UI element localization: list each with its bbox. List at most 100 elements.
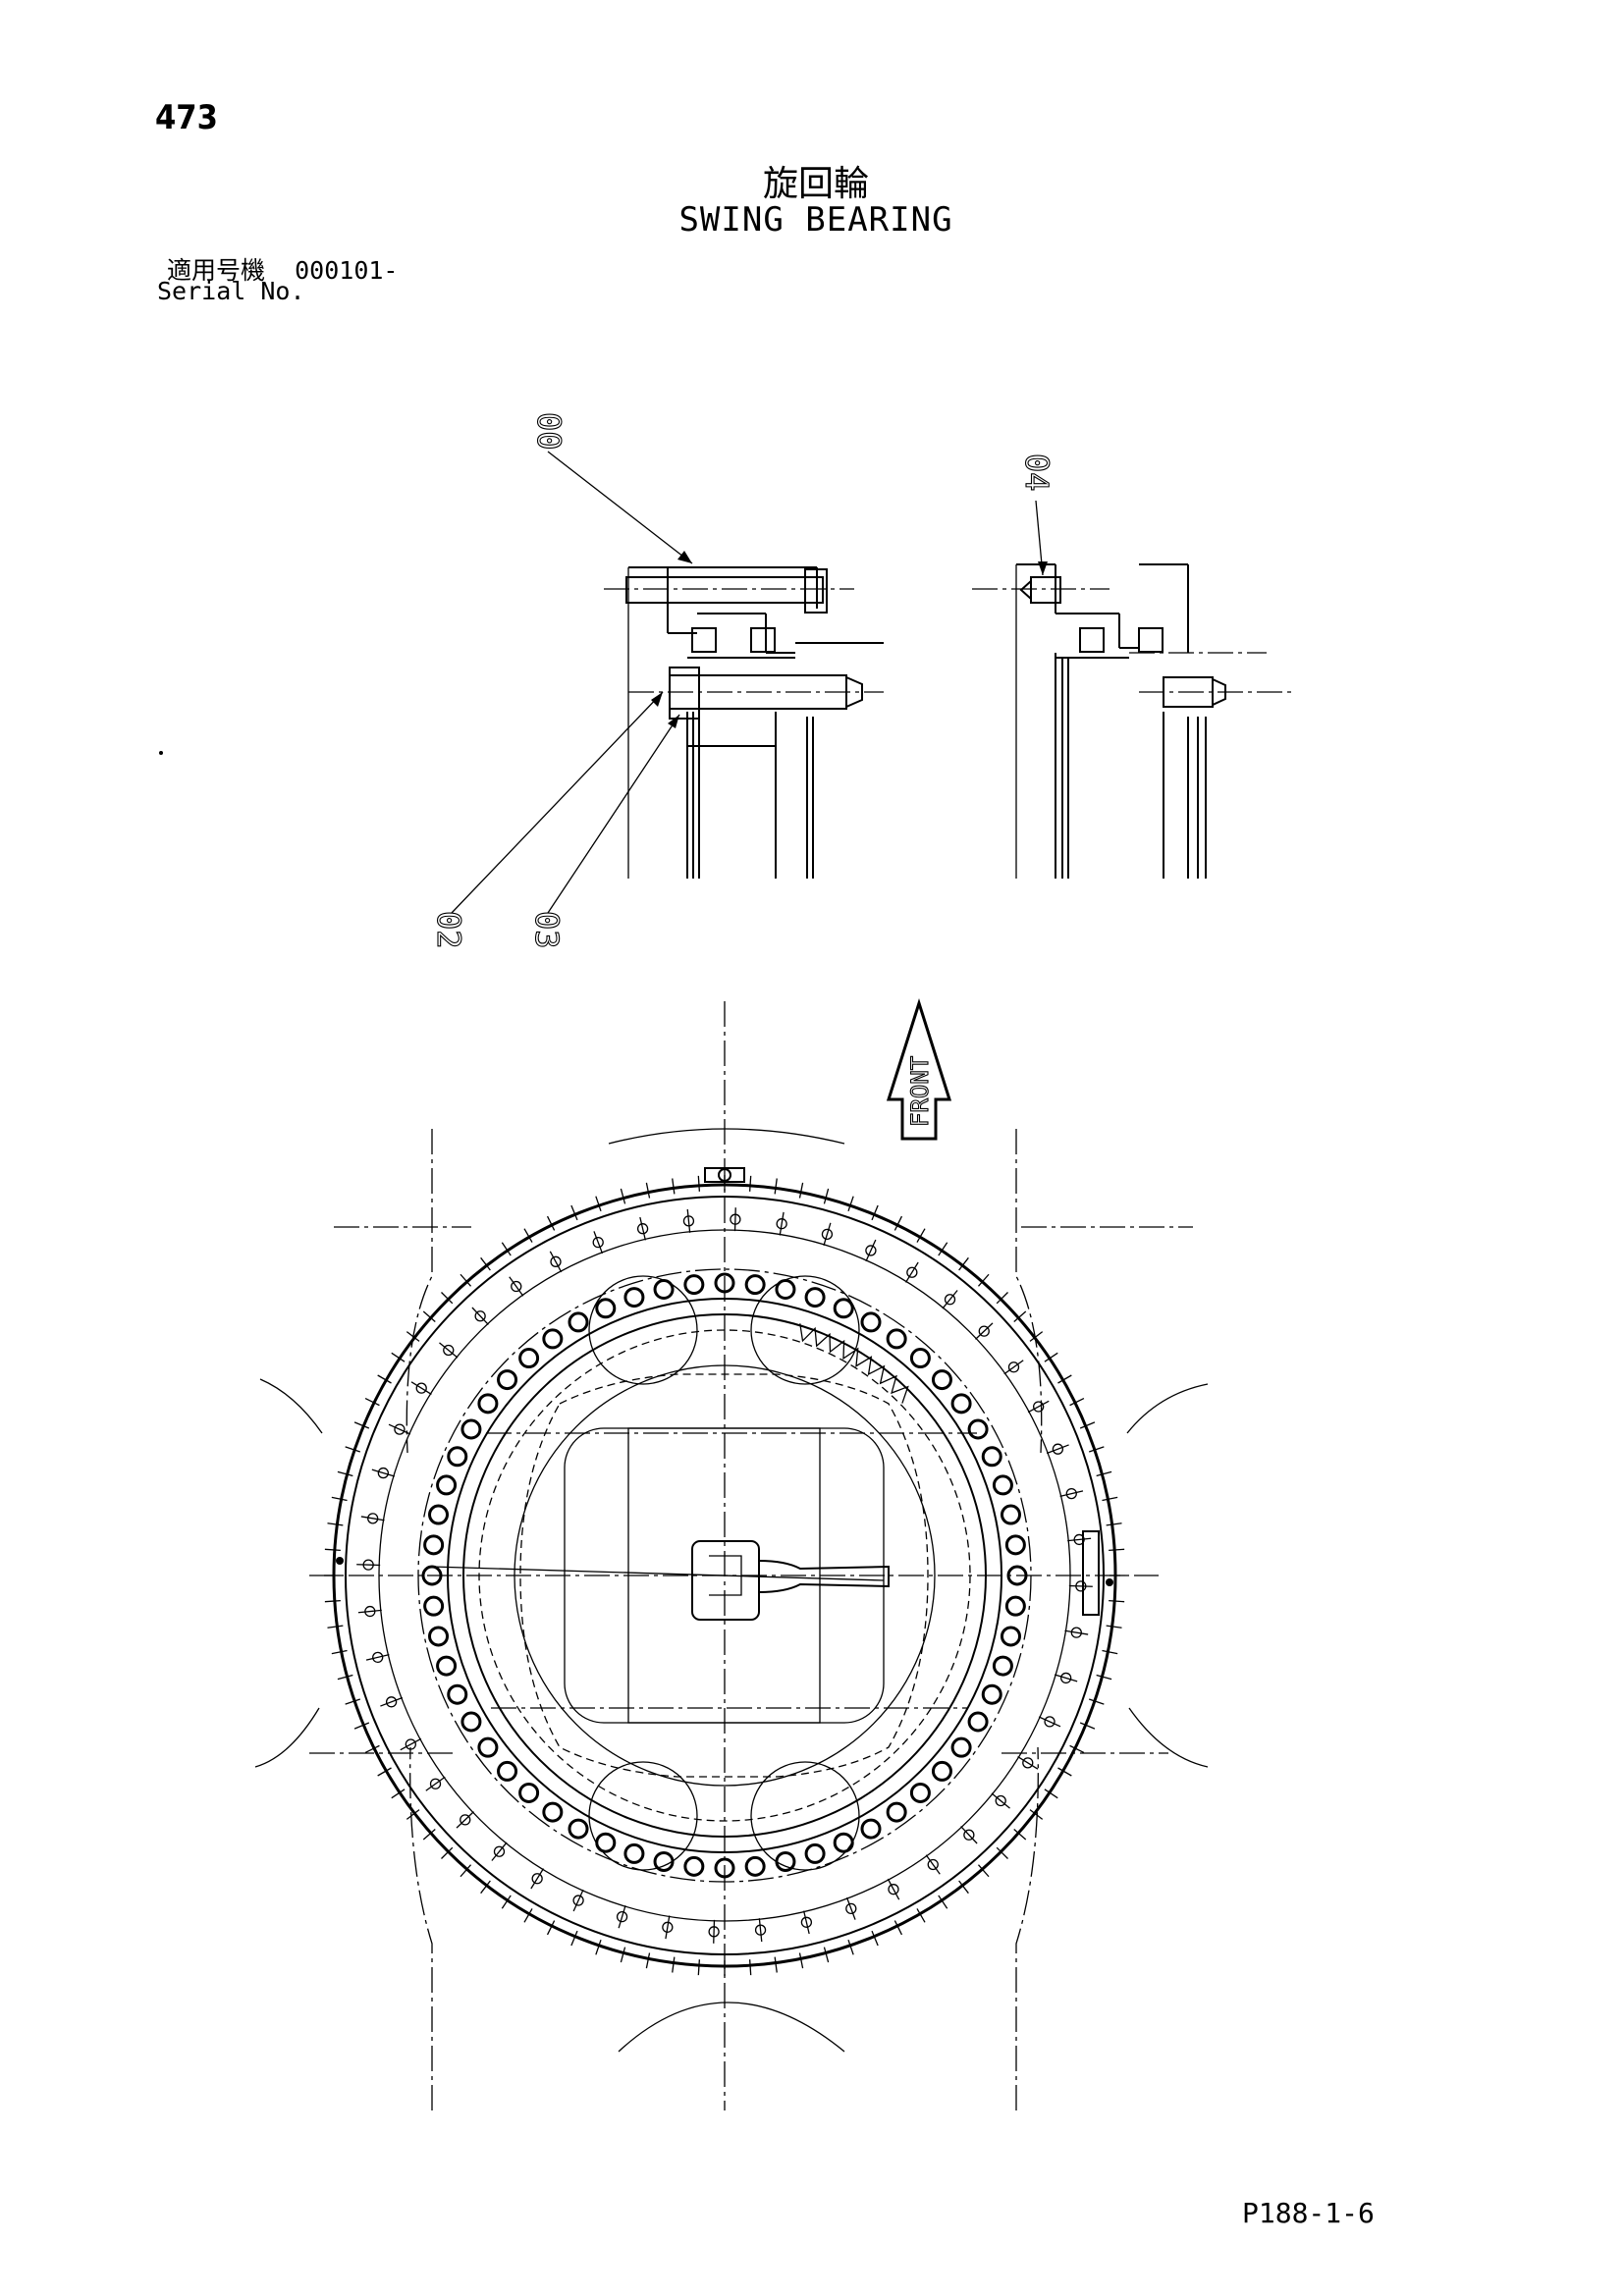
outer-bolt-tick [491,1842,508,1861]
outer-bolt-hole [385,1696,398,1708]
outer-tick [798,1182,804,1199]
outer-tick [774,1178,778,1195]
outer-tick [353,1421,370,1429]
outer-tick [672,1956,676,1973]
inner-bolt [744,1855,766,1877]
outer-bolt-tick [991,1792,1010,1809]
outer-bolt-tick [865,1239,877,1262]
outer-bolt-hole [592,1236,604,1249]
plan-view [254,1001,1209,2110]
outer-tick [460,1864,472,1878]
outer-tick [523,1908,533,1923]
inner-bolt [460,1418,482,1440]
outer-tick [916,1908,926,1923]
outer-tick [893,1215,903,1231]
inner-bolt [833,1832,854,1853]
outer-tick [391,1352,406,1362]
inner-bolt [981,1446,1002,1468]
outer-bolt-tick [388,1423,411,1435]
bearing-ring [462,1313,987,1838]
frame-edge [1015,1746,1039,2110]
outer-bolt-hole [1007,1362,1020,1373]
outer-bolt-tick [1068,1584,1093,1587]
part-label-03: 03 [527,714,680,949]
outer-tick [377,1767,392,1777]
inner-bolt [436,1474,458,1496]
part-label-02: 02 [429,691,664,949]
outer-tick [1109,1548,1125,1552]
outer-bolt-tick [823,1222,832,1247]
outer-bolt-tick [549,1251,563,1273]
outer-bolt-tick [471,1307,489,1325]
outer-bolt-hole [776,1218,787,1230]
inner-bolt [860,1311,882,1333]
outer-bolt-tick [360,1516,385,1522]
outer-bolt-tick [665,1915,671,1940]
inner-bolt [1004,1595,1026,1617]
outer-tick [501,1895,512,1909]
outer-bolt-tick [371,1468,396,1477]
outer-tick [1102,1496,1118,1502]
outer-bolt-hole [944,1294,956,1306]
outer-tick [331,1496,348,1502]
outer-bolt-hole [367,1513,379,1524]
outer-bolt-hole [550,1255,562,1267]
outer-tick [1069,1397,1085,1407]
outer-tick [570,1204,578,1221]
outer-bolt-hole [906,1266,918,1278]
outer-bolt-tick [925,1854,941,1875]
outer-tick [1096,1674,1112,1681]
outer-bolt-tick [639,1216,646,1241]
inner-bolt [1000,1626,1021,1647]
outer-tick [406,1809,420,1820]
outer-tick [570,1930,578,1947]
outer-tick [977,1273,990,1287]
outer-bolt-hole [662,1921,674,1933]
outer-tick [774,1956,778,1973]
outer-bolt-tick [845,1896,856,1920]
outer-tick [1109,1599,1125,1603]
svg-text:03: 03 [528,911,566,949]
inner-bolt [992,1655,1013,1677]
outer-tick [672,1178,676,1195]
outer-tick [1029,1331,1044,1342]
inner-bolt [950,1393,972,1415]
inner-bolt [683,1274,705,1296]
inner-bolt [1004,1534,1026,1556]
outer-bolt-tick [1067,1537,1092,1542]
part-label-04: 04 [1017,453,1056,576]
bearing-ring [378,1229,1071,1922]
inner-bolt [623,1842,645,1864]
outer-tick [620,1188,626,1204]
outer-tick [327,1625,344,1629]
inner-bolt [518,1782,540,1803]
outer-bolt-tick [356,1564,381,1567]
outer-tick [441,1292,454,1305]
outer-bolt-tick [1038,1716,1061,1728]
frame-edge [1015,1129,1043,1454]
outer-bolt-hole [493,1845,506,1857]
outer-tick [501,1242,512,1256]
outer-bolt-tick [779,1211,785,1236]
outer-tick [620,1947,626,1963]
outer-tick [480,1256,491,1271]
outer-bolt-tick [1064,1629,1089,1635]
outer-tick [364,1397,380,1407]
outer-tick [422,1828,436,1841]
outer-bolt-tick [400,1737,422,1751]
outer-bolt-tick [439,1342,459,1359]
inner-bolt [477,1393,499,1415]
inner-bolt [595,1298,617,1319]
inner-bolt [623,1287,645,1308]
outer-tick [823,1188,830,1204]
inner-bolt [950,1736,972,1758]
side-mark [336,1557,344,1565]
outer-bolt-tick [365,1654,390,1661]
inner-bolt [542,1328,564,1350]
outer-tick [1044,1789,1058,1799]
page-number: 473 [155,98,218,137]
outer-tick [353,1722,370,1730]
outer-bolt-tick [942,1290,958,1309]
outer-tick [523,1228,533,1243]
